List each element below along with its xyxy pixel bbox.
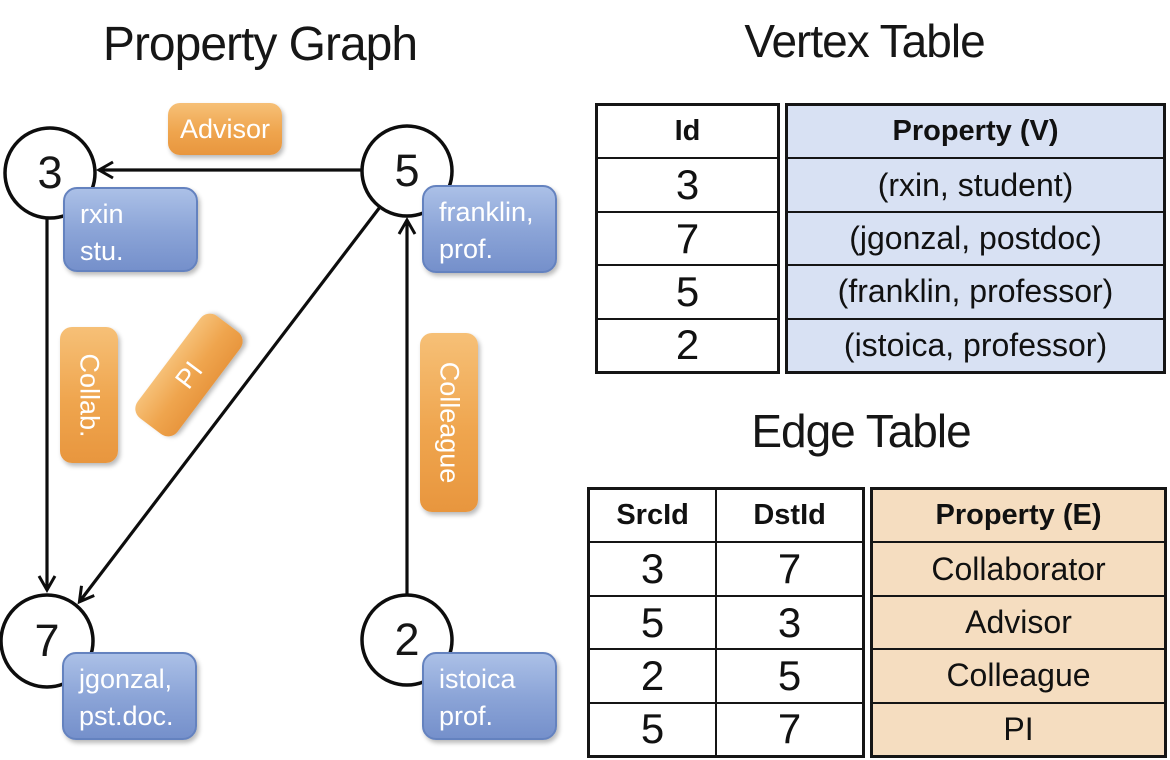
edge-table-cell: Advisor [873, 594, 1164, 648]
edge-label-collab: Collab. [60, 327, 118, 463]
vertex-table-cell: 2 [598, 317, 777, 371]
edge-table-cell: PI [873, 701, 1164, 755]
edge-table-cell: 2 [590, 648, 716, 701]
vertex-property-box-rxin: rxin stu. [63, 187, 198, 272]
vertex-property-line: stu. [80, 236, 124, 266]
edge-table-cell: 5 [590, 701, 716, 755]
edge-table-cell: 5 [590, 594, 716, 648]
edge-table-title: Edge Table [751, 405, 971, 457]
vertex-property-line: pst.doc. [79, 701, 174, 731]
vertex-property-box-franklin: franklin, prof. [422, 185, 557, 273]
vertex-property-box-istoica: istoica prof. [422, 652, 557, 740]
edge-table-cell: Colleague [873, 648, 1164, 701]
vertex-id-3: 3 [37, 147, 63, 198]
edge-table-cell: 3 [590, 541, 716, 594]
edge-table-header-srcid: SrcId [616, 499, 689, 532]
edge-table-dstid-column: DstId 7 3 5 7 [715, 490, 862, 755]
vertex-property-box-jgonzal: jgonzal, pst.doc. [62, 652, 197, 740]
edge-label-text: Advisor [179, 113, 271, 144]
edge-table-property-column: Property (E) Collaborator Advisor Collea… [870, 487, 1167, 758]
vertex-id-5: 5 [394, 145, 420, 196]
edge-label-text: Collab. [74, 352, 105, 438]
edge-table-cell: 7 [717, 701, 862, 755]
edge-label-advisor: Advisor [168, 103, 282, 155]
vertex-id-7: 7 [34, 615, 60, 666]
vertex-property-line: istoica [439, 664, 516, 694]
vertex-table-cell: 7 [598, 210, 777, 264]
vertex-table-cell: (franklin, professor) [788, 264, 1163, 317]
vertex-property-line: rxin [80, 199, 124, 229]
vertex-property-line: franklin, [439, 197, 534, 227]
edge-table-header-property: Property (E) [935, 499, 1102, 532]
edge-label-text: Colleague [434, 361, 465, 484]
vertex-table-header-property: Property (V) [892, 115, 1059, 148]
vertex-table-cell: 5 [598, 264, 777, 317]
vertex-table-cell: (rxin, student) [788, 157, 1163, 210]
vertex-table-header-id: Id [674, 115, 701, 148]
vertex-table-cell: 3 [598, 157, 777, 210]
edge-label-text: PI [168, 355, 209, 394]
vertex-table-cell: (jgonzal, postdoc) [788, 210, 1163, 264]
edge-label-colleague: Colleague [420, 333, 478, 512]
vertex-table-property-column: Property (V) (rxin, student) (jgonzal, p… [785, 103, 1166, 374]
vertex-table-cell: (istoica, professor) [788, 317, 1163, 371]
vertex-property-line: prof. [439, 234, 494, 264]
vertex-table-title: Vertex Table [744, 15, 985, 67]
vertex-id-2: 2 [394, 614, 420, 665]
edge-table-cell: 3 [717, 594, 862, 648]
vertex-table-id-column: Id 3 7 5 2 [595, 103, 780, 374]
edge-table-src-dst-columns: SrcId 3 5 2 5 DstId 7 3 5 7 [587, 487, 865, 758]
vertex-property-line: prof. [439, 701, 494, 731]
edge-table-header-dstid: DstId [753, 499, 826, 532]
property-graph-title: Property Graph [102, 18, 418, 71]
edge-table-cell: Collaborator [873, 541, 1164, 594]
edge-table-cell: 5 [717, 648, 862, 701]
vertex-property-line: jgonzal, [79, 664, 173, 694]
edge-table-cell: 7 [717, 541, 862, 594]
edge-pi-5-to-7 [77, 206, 382, 605]
edge-table-srcid-column: SrcId 3 5 2 5 [590, 490, 716, 755]
